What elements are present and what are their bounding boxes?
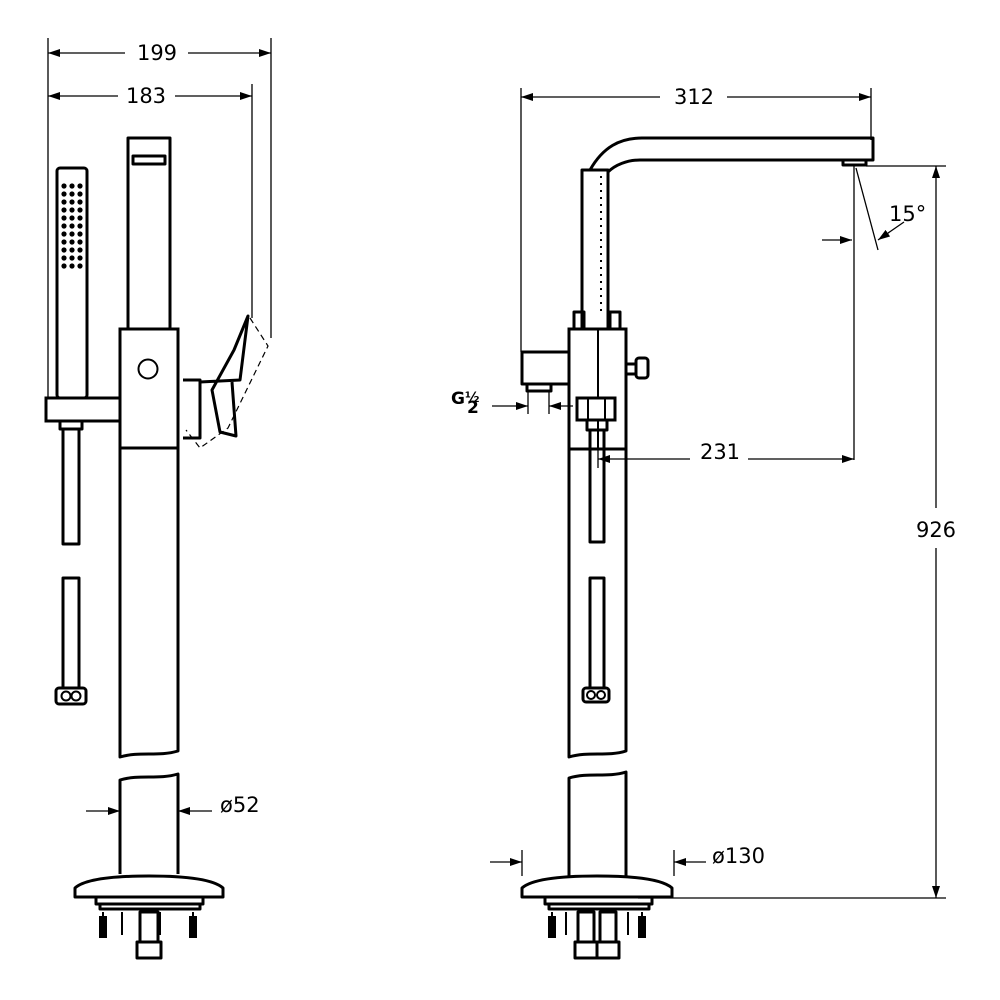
shower-holder [44, 396, 124, 423]
diverter-knob [137, 358, 159, 380]
shower-hose-side [581, 428, 611, 704]
dim-199-label: 199 [137, 41, 177, 65]
dim-thread-label: G½ [451, 389, 479, 409]
dim-52-label: ø52 [220, 793, 260, 817]
base-front [73, 874, 225, 960]
shower-nozzle-grid [61, 183, 83, 269]
mixer-lever [183, 314, 269, 449]
dimension-diameter-130: ø130 [490, 844, 765, 876]
dim-183-label: 183 [126, 84, 166, 108]
dim-thread-suffix: 2 [467, 398, 479, 418]
column-side [567, 449, 628, 878]
dim-thread-main: G [451, 389, 465, 409]
hand-shower [55, 166, 89, 400]
dim-231-label: 231 [700, 440, 740, 464]
dimension-231: 231 [597, 432, 854, 468]
dimension-183: 183 [48, 84, 253, 318]
dim-312-label: 312 [674, 85, 714, 109]
dimension-angle-15: 15° [822, 166, 926, 460]
column-front [118, 448, 180, 874]
dimension-926: 926 [638, 165, 956, 899]
dimension-diameter-52: ø52 [86, 793, 260, 817]
base-side [520, 874, 674, 960]
dim-thread-fraction: ½ [465, 390, 480, 406]
spout-arm [588, 136, 875, 174]
dimension-312: 312 [520, 85, 872, 352]
dim-130-label: ø130 [712, 844, 765, 868]
water-inlet [520, 350, 571, 393]
shower-hose [54, 419, 88, 706]
column-tube-side [580, 168, 610, 332]
dim-926-label: 926 [916, 518, 956, 542]
side-view: 312 15° 926 [451, 85, 956, 960]
shower-outlet [575, 396, 617, 432]
dim-15-label: 15° [889, 202, 926, 226]
mixer-body [118, 327, 180, 450]
dimension-inlet-thread: G½ 2 [451, 389, 573, 418]
dimension-199: 199 [47, 38, 272, 400]
spout-tube-front [126, 136, 172, 332]
front-view: 199 183 [44, 38, 272, 960]
